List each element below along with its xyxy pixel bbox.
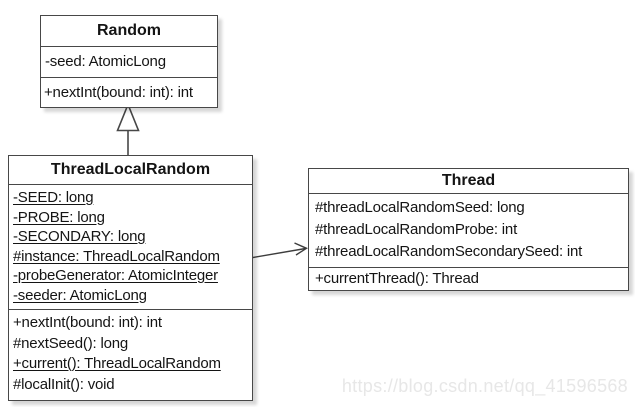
field-row: -SEED: long	[13, 189, 94, 206]
class-title: Thread	[309, 169, 628, 194]
open-arrowhead	[294, 242, 308, 256]
methods-section: +currentThread(): Thread	[309, 268, 628, 290]
method-row: +current(): ThreadLocalRandom	[13, 355, 221, 372]
fields-section: -seed: AtomicLong	[41, 47, 217, 78]
field-row: -seed: AtomicLong	[45, 53, 166, 70]
method-row: #nextSeed(): long	[13, 334, 129, 352]
association-arrow	[252, 242, 308, 259]
class-title: Random	[41, 16, 217, 47]
field-row: #threadLocalRandomSeed: long	[315, 199, 525, 216]
hollow-triangle-arrowhead	[116, 102, 140, 132]
field-row: -SECONDARY: long	[13, 228, 146, 245]
fields-section: -SEED: long -PROBE: long -SECONDARY: lon…	[9, 185, 252, 310]
method-row: +nextInt(bound: int): int	[44, 84, 193, 101]
field-row: -probeGenerator: AtomicInteger	[13, 267, 218, 284]
class-box-thread: Thread #threadLocalRandomSeed: long #thr…	[308, 168, 629, 291]
class-box-random: Random -seed: AtomicLong +nextInt(bound:…	[40, 15, 218, 108]
class-title: ThreadLocalRandom	[9, 156, 252, 185]
field-row: #instance: ThreadLocalRandom	[13, 247, 220, 265]
method-row: #localInit(): void	[13, 375, 115, 393]
methods-section: +nextInt(bound: int): int #nextSeed(): l…	[9, 310, 252, 400]
field-row: -seeder: AtomicLong	[13, 286, 147, 304]
fields-section: #threadLocalRandomSeed: long #threadLoca…	[309, 194, 628, 268]
class-box-threadlocalrandom: ThreadLocalRandom -SEED: long -PROBE: lo…	[8, 155, 253, 401]
methods-section: +nextInt(bound: int): int	[41, 78, 217, 107]
field-row: #threadLocalRandomSecondarySeed: int	[315, 243, 583, 260]
watermark-text: https://blog.csdn.net/qq_41596568	[341, 376, 628, 396]
method-row: +currentThread(): Thread	[315, 270, 479, 287]
method-row: +nextInt(bound: int): int	[13, 314, 162, 331]
field-row: #threadLocalRandomProbe: int	[315, 221, 518, 238]
generalization-arrow	[116, 102, 140, 156]
field-row: -PROBE: long	[13, 208, 105, 226]
